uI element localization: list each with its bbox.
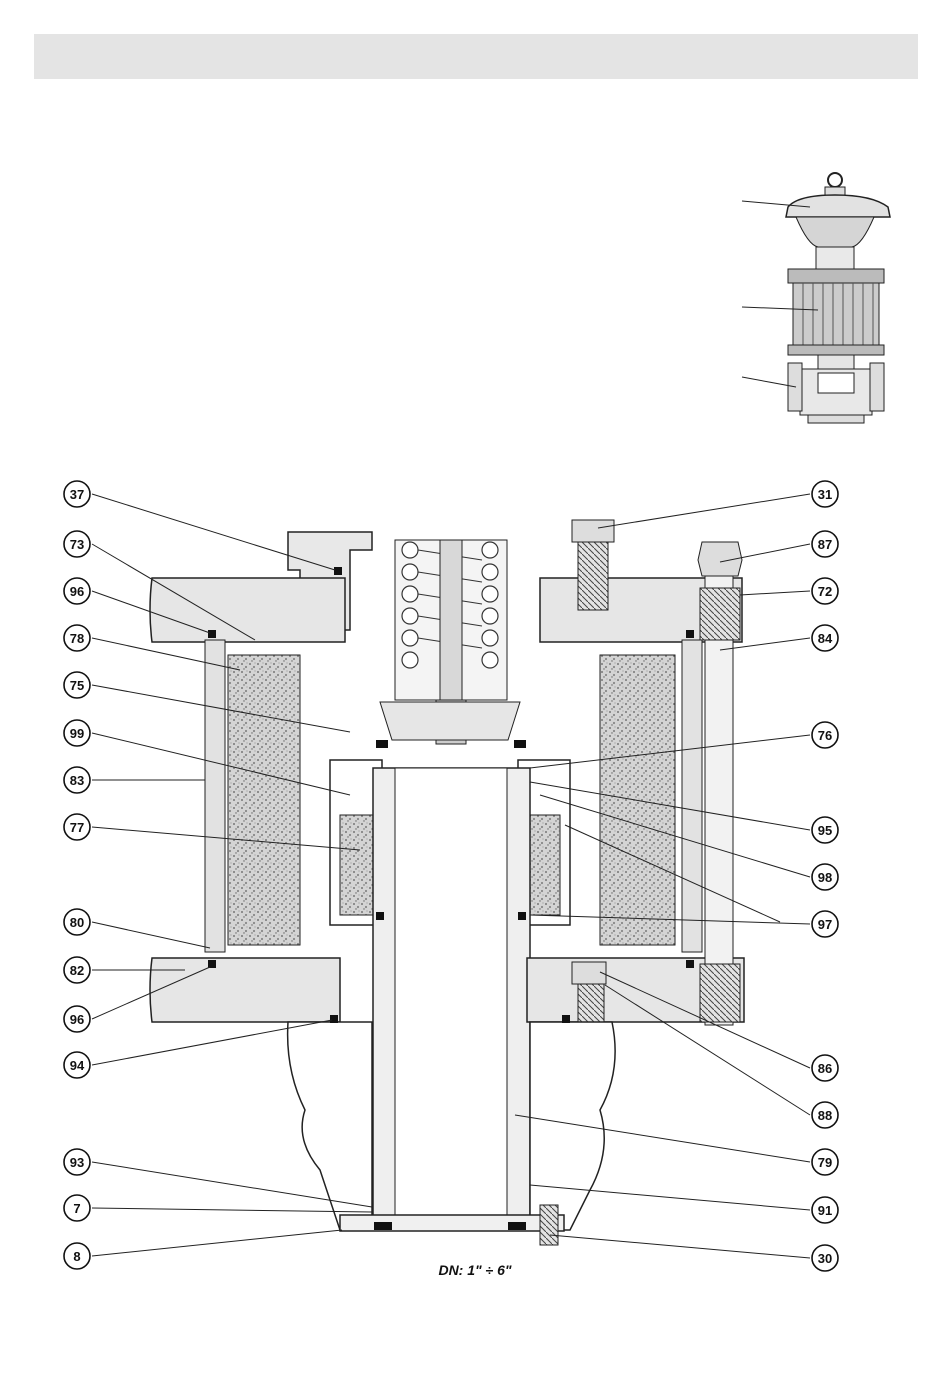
- callout-7: 7: [64, 1195, 90, 1221]
- callout-98: 98: [812, 864, 838, 890]
- callout-8: 8: [64, 1243, 90, 1269]
- callout-83: 83: [64, 767, 90, 793]
- callout-88: 88: [812, 1102, 838, 1128]
- svg-text:83: 83: [70, 773, 84, 788]
- size-range-caption: DN: 1" ÷ 6": [300, 1262, 650, 1278]
- svg-text:79: 79: [818, 1155, 832, 1170]
- callouts-left: 37 73 96 78 75 99 83 77 80 82 96 94 93 7…: [64, 481, 90, 1269]
- svg-text:87: 87: [818, 537, 832, 552]
- callout-94: 94: [64, 1052, 90, 1078]
- svg-text:7: 7: [73, 1201, 80, 1216]
- lifting-eye: [828, 173, 842, 187]
- svg-text:96: 96: [70, 1012, 84, 1027]
- svg-text:86: 86: [818, 1061, 832, 1076]
- svg-text:78: 78: [70, 631, 84, 646]
- callout-96-top: 96: [64, 578, 90, 604]
- svg-text:80: 80: [70, 915, 84, 930]
- bolt-top: [572, 520, 614, 542]
- callout-87: 87: [812, 531, 838, 557]
- upper-flange-left: [150, 578, 345, 642]
- callout-91: 91: [812, 1197, 838, 1223]
- lower-body: [288, 1022, 372, 1230]
- callout-97: 97: [812, 911, 838, 937]
- svg-text:95: 95: [818, 823, 832, 838]
- callout-77: 77: [64, 814, 90, 840]
- svg-text:97: 97: [818, 917, 832, 932]
- sectional-drawing: 37 73 96 78 75 99 83 77 80 82 96 94 93 7…: [0, 470, 950, 1300]
- svg-text:98: 98: [818, 870, 832, 885]
- svg-text:91: 91: [818, 1203, 832, 1218]
- callout-31: 31: [812, 481, 838, 507]
- valve-overview-illustration: [738, 165, 898, 430]
- svg-text:88: 88: [818, 1108, 832, 1123]
- svg-text:82: 82: [70, 963, 84, 978]
- callout-99: 99: [64, 720, 90, 746]
- callout-95: 95: [812, 817, 838, 843]
- svg-text:93: 93: [70, 1155, 84, 1170]
- shell-right: [682, 640, 702, 952]
- svg-text:8: 8: [73, 1249, 80, 1264]
- callout-86: 86: [812, 1055, 838, 1081]
- svg-text:30: 30: [818, 1251, 832, 1266]
- callout-78: 78: [64, 625, 90, 651]
- svg-text:84: 84: [818, 631, 833, 646]
- callout-96-bottom: 96: [64, 1006, 90, 1032]
- callout-76: 76: [812, 722, 838, 748]
- svg-text:75: 75: [70, 678, 84, 693]
- callout-30: 30: [812, 1245, 838, 1271]
- svg-text:77: 77: [70, 820, 84, 835]
- header-bar: [34, 34, 918, 79]
- svg-text:72: 72: [818, 584, 832, 599]
- callout-73: 73: [64, 531, 90, 557]
- lower-flange-left: [150, 958, 340, 1022]
- callout-84: 84: [812, 625, 838, 651]
- callout-72: 72: [812, 578, 838, 604]
- svg-text:73: 73: [70, 537, 84, 552]
- bolt-bottom: [572, 962, 606, 984]
- svg-text:96: 96: [70, 584, 84, 599]
- svg-text:99: 99: [70, 726, 84, 741]
- callout-93: 93: [64, 1149, 90, 1175]
- callout-37: 37: [64, 481, 90, 507]
- svg-text:94: 94: [70, 1058, 85, 1073]
- shell-left: [205, 640, 225, 952]
- callout-80: 80: [64, 909, 90, 935]
- coil-housing: [793, 283, 879, 345]
- svg-text:37: 37: [70, 487, 84, 502]
- callout-75: 75: [64, 672, 90, 698]
- callout-79: 79: [812, 1149, 838, 1175]
- coil-housing-top: [788, 269, 884, 283]
- callout-82: 82: [64, 957, 90, 983]
- callouts-right: 31 87 72 84 76 95 98 97 86 88 79 91 30: [812, 481, 838, 1271]
- svg-text:31: 31: [818, 487, 832, 502]
- coil-inner-left: [340, 815, 376, 915]
- coil-left: [228, 655, 300, 945]
- svg-text:76: 76: [818, 728, 832, 743]
